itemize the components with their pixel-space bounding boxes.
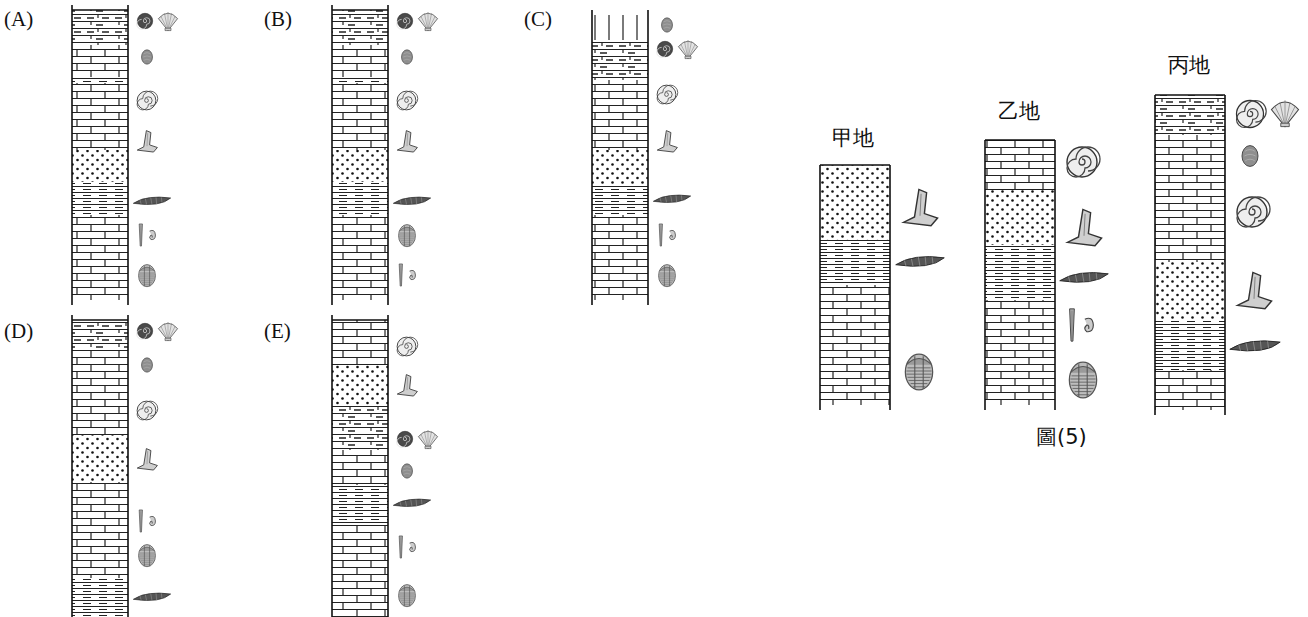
option-letter: (E)	[264, 320, 291, 343]
site-name: 乙地	[998, 100, 1040, 123]
figure-caption: 圖(5)	[1036, 426, 1087, 449]
option-letter: (B)	[264, 8, 292, 31]
option-letter: (A)	[4, 8, 33, 31]
option-letter: (C)	[524, 8, 552, 31]
site-name: 甲地	[832, 127, 874, 150]
site-name: 丙地	[1168, 54, 1210, 77]
option-letter: (D)	[4, 320, 33, 343]
